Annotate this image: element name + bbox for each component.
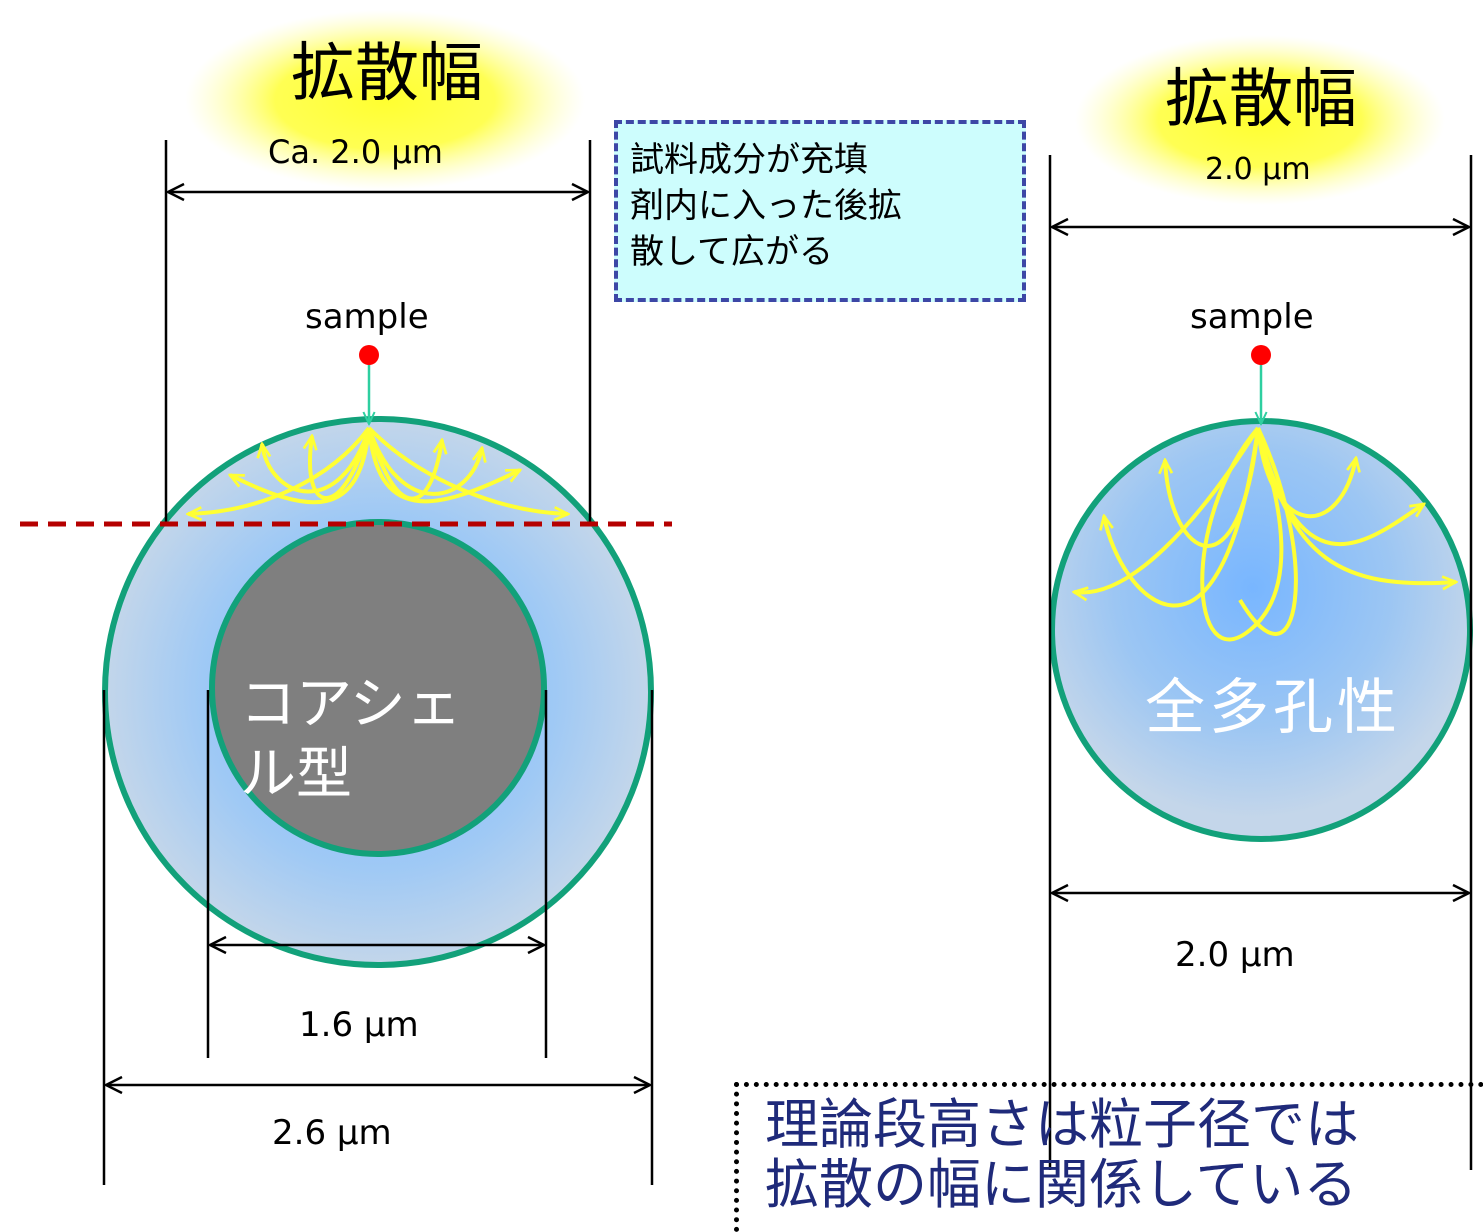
diffusion-note: 試料成分が充填 剤内に入った後拡 散して広がる	[614, 120, 1026, 302]
left-sample-dot	[359, 345, 379, 365]
note-line: 散して広がる	[630, 231, 833, 272]
right-particle-diameter-label: 2.0 μm	[1175, 935, 1295, 975]
fully-porous-particle	[1049, 418, 1473, 842]
conclusion-box: 理論段高さは粒子径では 拡散の幅に関係している	[734, 1082, 1483, 1232]
particle-diameter-label: 2.6 μm	[272, 1113, 392, 1153]
right-diffusion-arrows	[1074, 426, 1456, 642]
right-sample-label: sample	[1190, 297, 1314, 337]
left-diffusion-arrows	[188, 426, 568, 514]
left-title: 拡散幅	[291, 37, 483, 111]
left-title-highlight	[185, 10, 585, 190]
fully-porous-label: 全多孔性	[1145, 673, 1401, 743]
core-shell-label: コアシェル型	[240, 672, 462, 807]
solid-core	[209, 519, 547, 857]
note-line: 試料成分が充填	[630, 140, 868, 180]
conclusion-line: 理論段高さは粒子径では	[765, 1093, 1359, 1156]
right-title: 拡散幅	[1165, 63, 1357, 137]
note-line: 剤内に入った後拡	[630, 185, 902, 226]
core-diameter-label: 1.6 μm	[299, 1005, 419, 1045]
right-diffusion-width-label: 2.0 μm	[1205, 152, 1311, 187]
left-diffusion-width-label: Ca. 2.0 μm	[268, 133, 443, 171]
left-sample-label: sample	[305, 297, 429, 337]
right-title-highlight	[1075, 35, 1445, 205]
conclusion-line: 拡散の幅に関係している	[765, 1153, 1358, 1217]
right-sample-dot	[1251, 345, 1271, 365]
